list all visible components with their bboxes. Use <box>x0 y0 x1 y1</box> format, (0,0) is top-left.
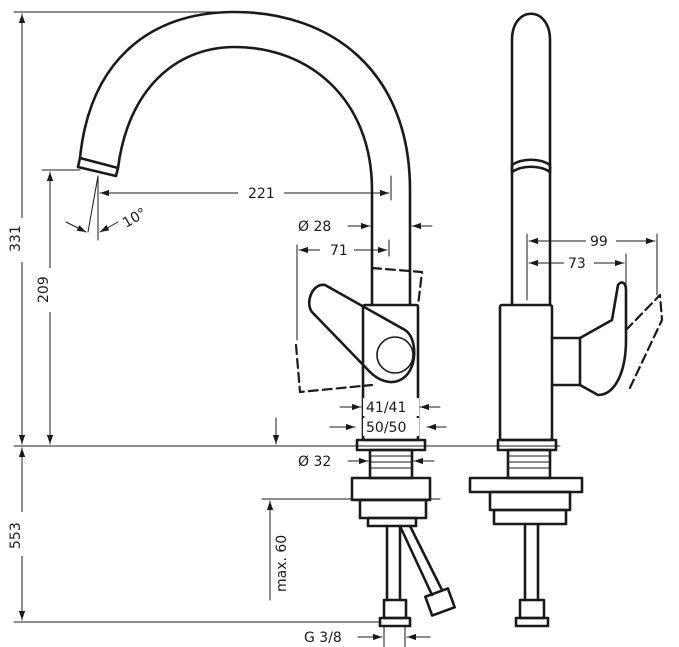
hose-fitting <box>382 598 408 620</box>
label-base-width-top: 41/41 <box>366 400 406 416</box>
aerator <box>76 156 120 178</box>
side-spout <box>510 12 552 307</box>
label-reach: 221 <box>248 186 275 202</box>
label-shank-diameter: Ø 32 <box>298 454 331 470</box>
label-spout-diameter: Ø 28 <box>298 219 331 235</box>
label-side-reach-inner: 73 <box>568 256 586 272</box>
side-body <box>498 303 554 442</box>
label-spout-height: 209 <box>36 276 52 303</box>
label-max-deck-thickness: max. 60 <box>274 535 290 592</box>
dimension-labels: 331 209 553 221 10° Ø 28 71 41/41 50/50 … <box>4 185 616 646</box>
handle-alt-position-top <box>370 266 424 308</box>
handle-pivot <box>376 336 414 374</box>
hose-fitting <box>378 616 412 628</box>
front-view <box>76 10 456 628</box>
label-handle-offset: 71 <box>330 243 348 259</box>
side-handle-lever <box>578 281 628 397</box>
label-below-deck: 553 <box>8 522 24 549</box>
side-base-plate <box>496 438 558 452</box>
supply-hose-angled <box>408 524 444 592</box>
mounting-plate <box>350 476 432 502</box>
supply-hose-angled <box>398 524 434 597</box>
hose-fitting <box>424 587 456 617</box>
side-fitting <box>514 616 550 628</box>
side-nut <box>492 508 568 526</box>
side-mounting-plate <box>468 476 584 494</box>
label-total-height: 331 <box>8 225 24 252</box>
handle-lever <box>307 283 416 384</box>
dimension-lines <box>13 11 658 647</box>
side-aerator <box>510 158 552 174</box>
label-connection-thread: G 3/8 <box>304 630 342 646</box>
side-handle <box>550 336 582 387</box>
handle-alt-position-bottom <box>294 343 374 394</box>
label-base-width-bottom: 50/50 <box>366 420 406 436</box>
lock-washer <box>358 498 428 520</box>
side-washer <box>488 490 572 512</box>
threaded-shank <box>368 448 414 480</box>
side-fitting <box>518 598 546 620</box>
label-side-reach-outer: 99 <box>590 234 608 250</box>
side-shank <box>506 448 552 480</box>
nut <box>366 516 418 528</box>
spout-outer-curve <box>78 10 412 307</box>
base-plate <box>355 438 427 452</box>
side-handle-alt-position <box>624 293 664 394</box>
label-spout-angle: 10° <box>120 205 150 231</box>
spout-inner-curve <box>116 45 374 307</box>
side-view <box>468 12 664 628</box>
